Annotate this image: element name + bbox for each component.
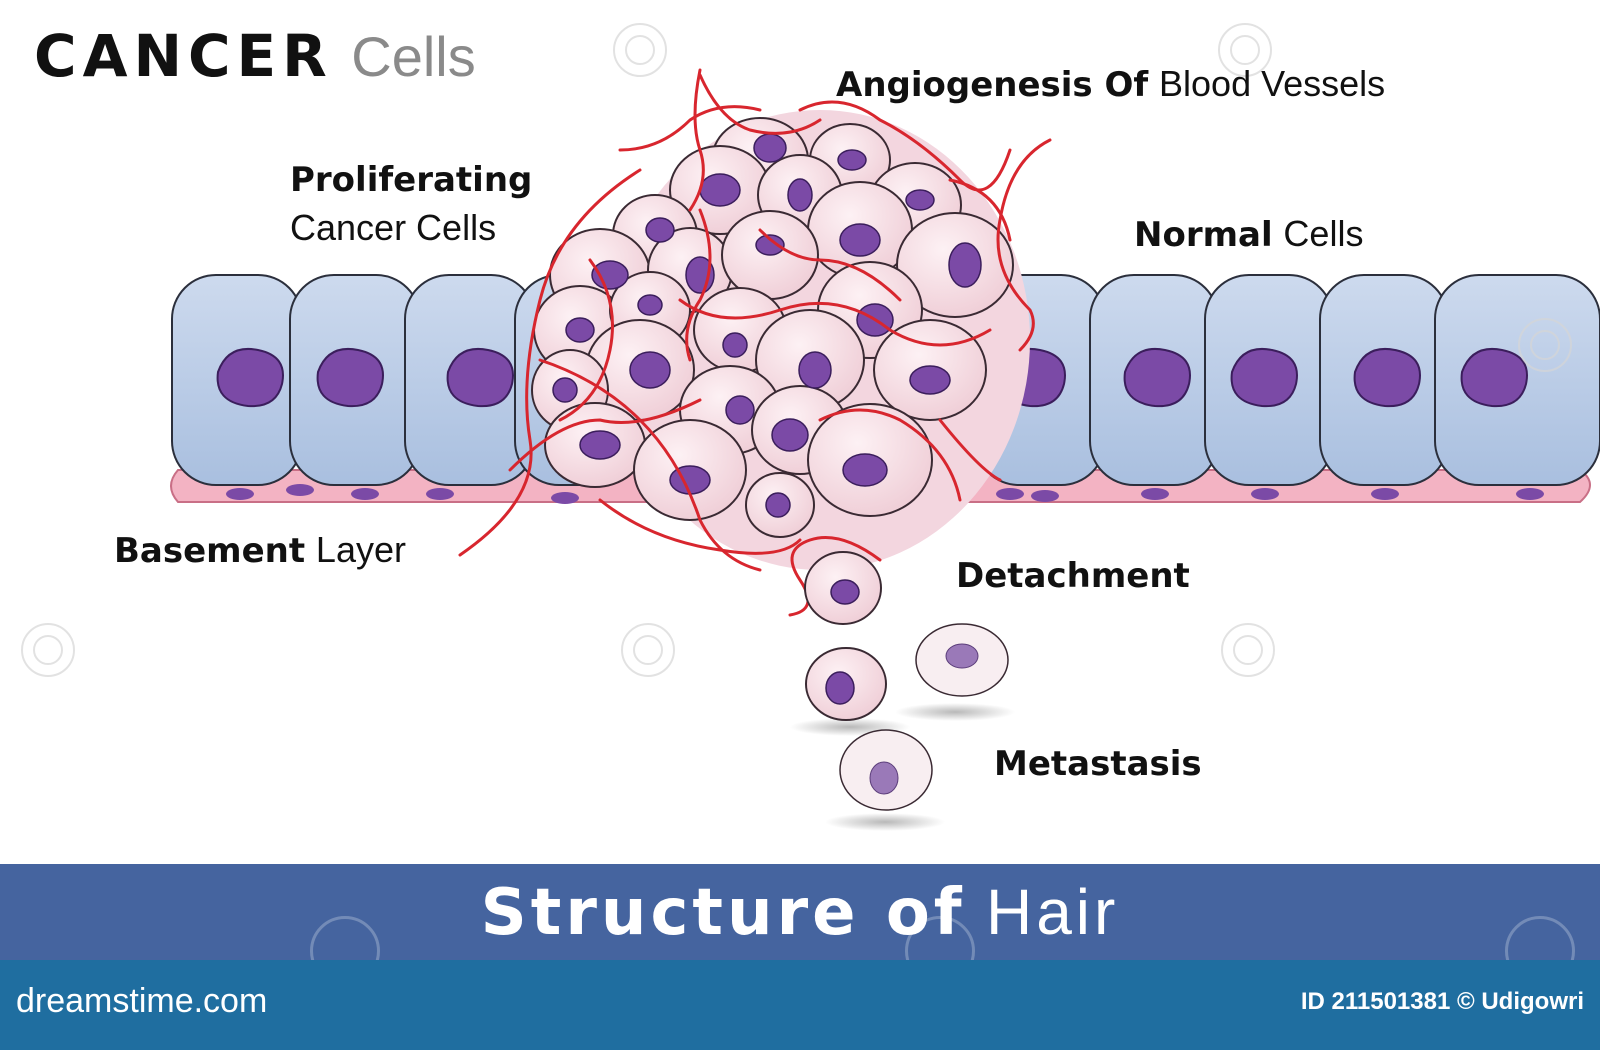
label-angiogenesis: Angiogenesis Of Blood Vessels xyxy=(836,62,1385,107)
tumor-nuclei xyxy=(552,133,982,518)
label-basement-normal: Layer xyxy=(315,529,406,570)
blood-vessels xyxy=(458,68,1052,617)
title-light: Cells xyxy=(351,25,476,88)
footer-brand[interactable]: dreamstime.com xyxy=(16,982,268,1020)
label-detachment: Detachment xyxy=(956,554,1190,598)
label-detachment-bold: Detachment xyxy=(956,556,1190,596)
label-angiogenesis-bold: Angiogenesis Of xyxy=(836,65,1149,105)
label-basement-bold: Basement xyxy=(114,531,306,571)
page-title: CANCER Cells xyxy=(34,20,476,93)
basement-nuclei xyxy=(226,484,1544,504)
footer-image-id: ID 211501381 © Udigowri xyxy=(1300,988,1584,1015)
label-proliferating: Proliferating Cancer Cells xyxy=(290,158,532,250)
detached-cells xyxy=(790,551,1015,831)
footer-bar: dreamstime.com ID 211501381 © Udigowri xyxy=(0,960,1600,1050)
label-angiogenesis-normal: Blood Vessels xyxy=(1159,63,1386,104)
banner-title-bold: Structure of xyxy=(480,876,966,950)
label-basement-layer: Basement Layer xyxy=(114,528,406,573)
label-metastasis: Metastasis xyxy=(994,742,1202,786)
dreamstime-watermark-icon xyxy=(21,23,1572,677)
label-normal-cells-bold: Normal xyxy=(1134,215,1273,255)
title-bold: CANCER xyxy=(34,22,333,90)
label-normal-cells-normal: Cells xyxy=(1283,213,1364,254)
label-proliferating-normal: Cancer Cells xyxy=(290,207,497,248)
label-proliferating-bold: Proliferating xyxy=(290,160,533,200)
bottom-banner: Structure of Hair xyxy=(0,864,1600,960)
banner-title-light: Hair xyxy=(985,876,1120,948)
label-normal-cells: Normal Cells xyxy=(1134,212,1363,257)
label-metastasis-bold: Metastasis xyxy=(994,744,1202,784)
banner-title: Structure of Hair xyxy=(0,864,1600,960)
